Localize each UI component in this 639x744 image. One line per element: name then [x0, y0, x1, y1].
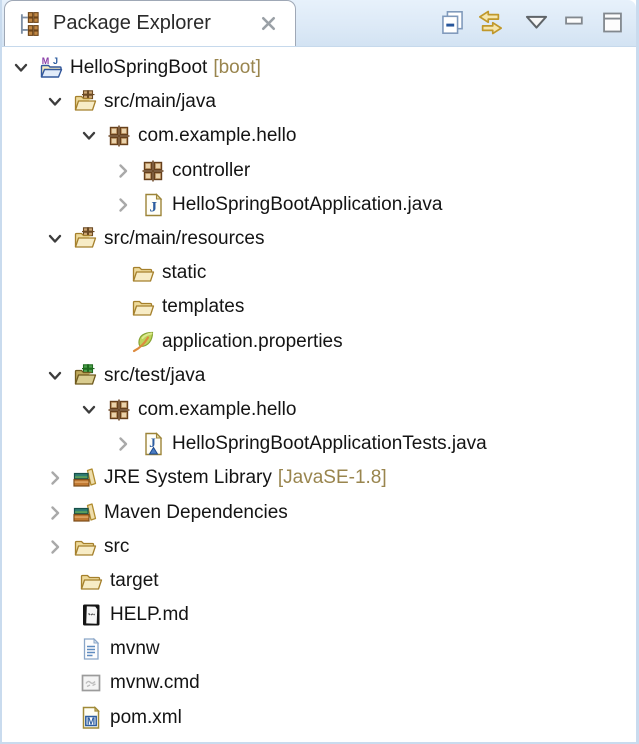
folder-icon [79, 569, 103, 593]
collapsed-chevron-icon[interactable] [46, 469, 64, 487]
tree-item-application-properties[interactable]: application.properties [2, 325, 636, 359]
tree-item-label: target [110, 569, 159, 591]
maximize-icon [599, 9, 626, 36]
view-menu-button[interactable] [523, 9, 550, 36]
tree-item-hellospringbootapplicationtests-java[interactable]: HelloSpringBootApplicationTests.java [2, 427, 636, 461]
java-test-file-icon [141, 432, 165, 456]
tree-item-maven-dependencies[interactable]: Maven Dependencies [2, 495, 636, 529]
tree-item-com-example-hello[interactable]: com.example.hello [2, 393, 636, 427]
java-file-icon [141, 193, 165, 217]
library-icon [73, 501, 97, 525]
tree-item-src-test-java[interactable]: src/test/java [2, 359, 636, 393]
expanded-chevron-icon[interactable] [12, 59, 30, 77]
tree-item-hellospringbootapplication-java[interactable]: HelloSpringBootApplication.java [2, 188, 636, 222]
collapsed-chevron-icon[interactable] [46, 504, 64, 522]
tree-item-label: com.example.hello [138, 125, 297, 147]
tree-item-label: static [162, 262, 207, 284]
minimize-icon [561, 9, 588, 36]
tree-item-target[interactable]: target [2, 564, 636, 598]
tree-item-label: HelloSpringBoot [70, 57, 208, 79]
markdown-file-icon [79, 603, 103, 627]
package-icon [107, 398, 131, 422]
tree-item-templates[interactable]: templates [2, 290, 636, 324]
tree-item-decorator: [boot] [213, 57, 261, 79]
maven-project-icon [39, 56, 63, 80]
cmd-file-icon [79, 671, 103, 695]
link-with-editor-button[interactable] [477, 9, 504, 36]
tree-item-label: HelloSpringBootApplication.java [172, 193, 443, 215]
minimize-button[interactable] [561, 9, 588, 36]
tree-item-label: src/main/java [104, 91, 216, 113]
tree-item-label: mvnw.cmd [110, 672, 200, 694]
test-source-folder-icon [73, 364, 97, 388]
tree-item-controller[interactable]: controller [2, 154, 636, 188]
expanded-chevron-icon[interactable] [46, 367, 64, 385]
tree-item-label: HELP.md [110, 604, 189, 626]
tree-item-label: HelloSpringBootApplicationTests.java [172, 433, 487, 455]
view-menu-icon [523, 9, 550, 36]
source-folder-icon [73, 90, 97, 114]
source-folder-icon [73, 227, 97, 251]
tree-item-src-main-resources[interactable]: src/main/resources [2, 222, 636, 256]
spring-leaf-icon [131, 330, 155, 354]
expanded-chevron-icon[interactable] [80, 401, 98, 419]
link-with-editor-icon [477, 9, 504, 36]
tree-item-src[interactable]: src [2, 530, 636, 564]
expanded-chevron-icon[interactable] [46, 93, 64, 111]
collapsed-chevron-icon[interactable] [46, 538, 64, 556]
maximize-button[interactable] [599, 9, 626, 36]
collapse-all-button[interactable] [439, 9, 466, 36]
tree-item-decorator: [JavaSE-1.8] [277, 467, 387, 489]
view-toolbar [428, 9, 626, 36]
expanded-chevron-icon[interactable] [80, 127, 98, 145]
tab-title: Package Explorer [53, 12, 211, 34]
tree-item-pom-xml[interactable]: pom.xml [2, 701, 636, 735]
package-icon [107, 124, 131, 148]
tree-item-mvnw-cmd[interactable]: mvnw.cmd [2, 666, 636, 700]
collapsed-chevron-icon[interactable] [114, 162, 132, 180]
collapse-all-icon [439, 9, 466, 36]
collapsed-chevron-icon[interactable] [114, 196, 132, 214]
tree-item-jre-system-library[interactable]: JRE System Library[JavaSE-1.8] [2, 461, 636, 495]
tree-item-label: Maven Dependencies [104, 501, 288, 523]
tree-item-mvnw[interactable]: mvnw [2, 632, 636, 666]
tree-item-label: mvnw [110, 638, 160, 660]
folder-icon [131, 261, 155, 285]
tree-item-src-main-java[interactable]: src/main/java [2, 85, 636, 119]
tree-item-label: src [104, 535, 130, 557]
tree-item-label: com.example.hello [138, 398, 297, 420]
tree-item-label: src/main/resources [104, 228, 265, 250]
package-icon [141, 159, 165, 183]
collapsed-chevron-icon[interactable] [114, 435, 132, 453]
library-icon [73, 466, 97, 490]
tree-item-label: templates [162, 296, 245, 318]
tree-item-label: controller [172, 159, 251, 181]
folder-icon [131, 295, 155, 319]
tree-item-com-example-hello[interactable]: com.example.hello [2, 119, 636, 153]
package-explorer-icon [17, 11, 43, 37]
tab-package-explorer[interactable]: Package Explorer [4, 0, 296, 46]
folder-icon [73, 535, 97, 559]
text-file-icon [79, 637, 103, 661]
tree-item-hellospringboot[interactable]: HelloSpringBoot[boot] [2, 51, 636, 85]
close-icon[interactable] [258, 13, 279, 34]
tree-item-static[interactable]: static [2, 256, 636, 290]
tree-item-label: src/test/java [104, 364, 206, 386]
tree-item-label: JRE System Library [104, 467, 272, 489]
view-header: Package Explorer [2, 0, 636, 47]
pom-file-icon [79, 706, 103, 730]
project-tree: HelloSpringBoot[boot] src/main/java com.ex… [2, 47, 636, 735]
tree-item-label: pom.xml [110, 706, 182, 728]
tree-item-label: application.properties [162, 330, 343, 352]
tree-item-help-md[interactable]: HELP.md [2, 598, 636, 632]
expanded-chevron-icon[interactable] [46, 230, 64, 248]
